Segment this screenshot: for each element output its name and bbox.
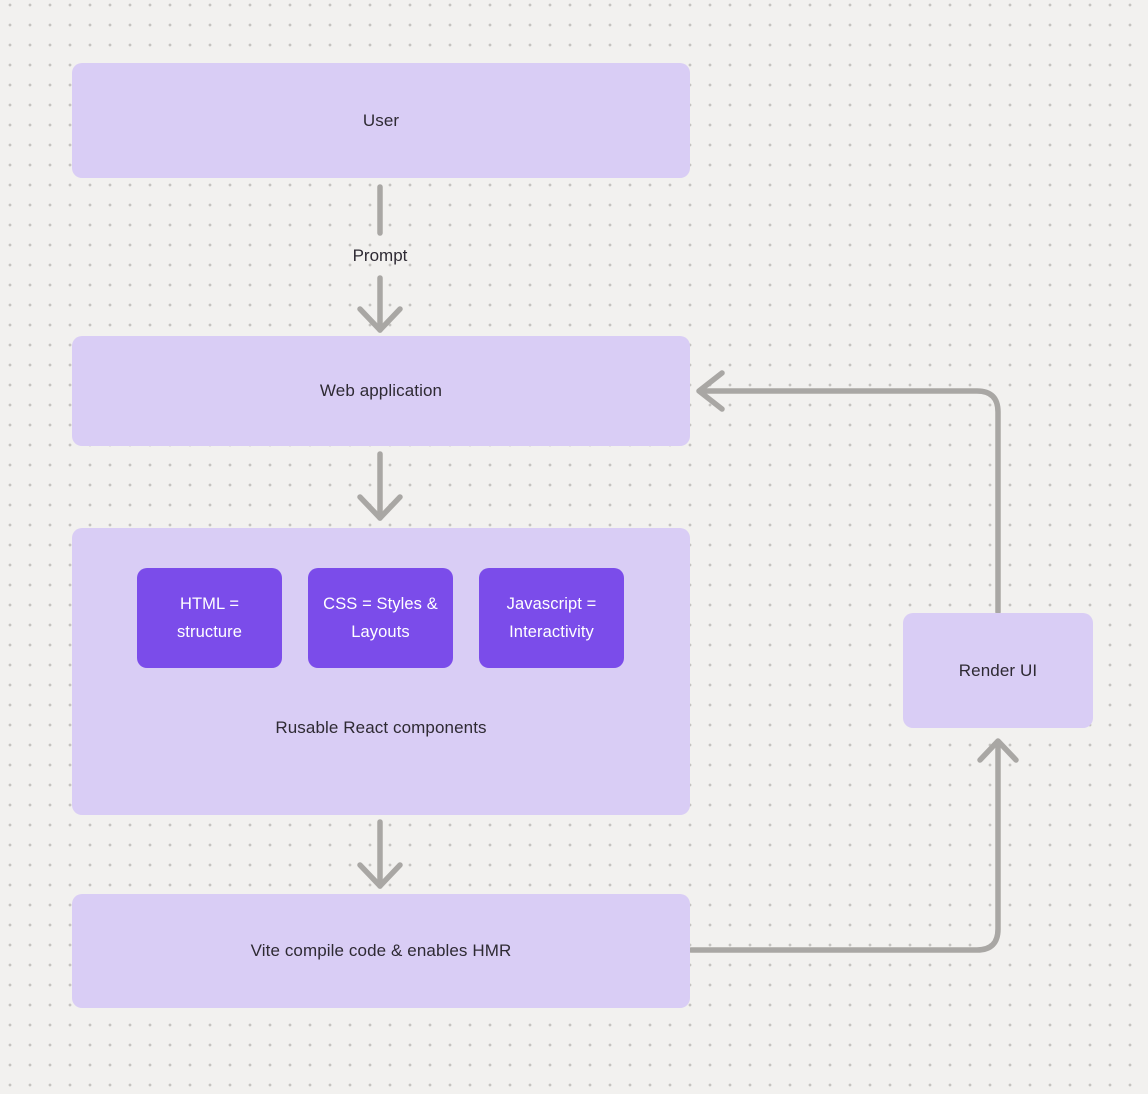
chip-html[interactable]: HTML = structure xyxy=(137,568,282,668)
arrowhead-down-vite xyxy=(357,862,403,889)
node-render-ui[interactable]: Render UI xyxy=(903,613,1093,728)
node-vite-label: Vite compile code & enables HMR xyxy=(250,941,512,960)
edge-label-prompt: Prompt xyxy=(352,246,408,265)
node-web-application-label: Web application xyxy=(319,381,443,400)
arrowhead-up-render xyxy=(977,738,1019,763)
chip-css-label: CSS = Styles & Layouts xyxy=(323,594,438,641)
components-chip-row: HTML = structure CSS = Styles & Layouts … xyxy=(137,568,624,668)
arrowhead-left-webapp xyxy=(696,370,725,412)
edge-render-to-webapp xyxy=(700,388,1001,615)
components-group-caption: Rusable React components xyxy=(275,718,487,737)
node-components-group[interactable]: HTML = structure CSS = Styles & Layouts … xyxy=(72,528,690,815)
chip-css[interactable]: CSS = Styles & Layouts xyxy=(308,568,453,668)
arrowhead-down-webapp xyxy=(357,306,403,333)
chip-javascript[interactable]: Javascript = Interactivity xyxy=(479,568,624,668)
node-user-label: User xyxy=(362,110,400,130)
arrowhead-down-components xyxy=(357,494,403,521)
node-web-application[interactable]: Web application xyxy=(72,336,690,446)
chip-html-label: HTML = structure xyxy=(176,594,243,641)
node-render-ui-label: Render UI xyxy=(958,660,1038,680)
edge-vite-to-render xyxy=(688,740,1001,953)
node-vite[interactable]: Vite compile code & enables HMR xyxy=(72,894,690,1008)
chip-javascript-label: Javascript = Interactivity xyxy=(506,594,597,641)
node-user[interactable]: User xyxy=(72,63,690,178)
